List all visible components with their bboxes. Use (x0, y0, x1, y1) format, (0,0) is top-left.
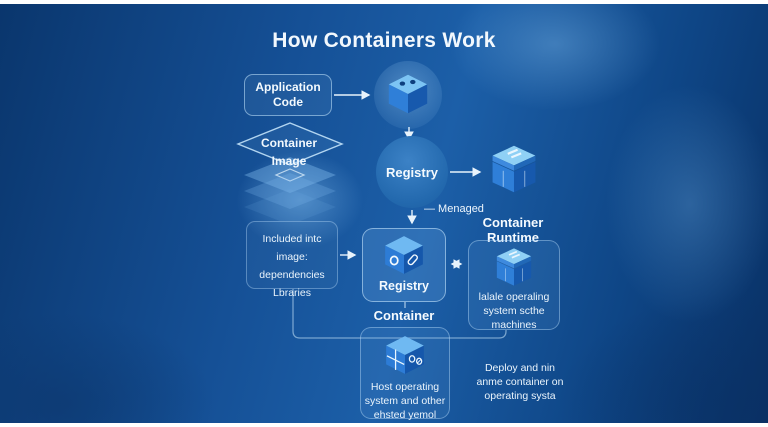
host-panel: Host operating system and other ehsted y… (360, 327, 450, 421)
application-code-box: Application Code (244, 74, 332, 116)
os-layered-cube-icon (496, 248, 532, 286)
elbow-included-to-osbox (292, 289, 507, 339)
stacked-diamond-layers-icon (236, 122, 344, 221)
container-caption: Container (373, 308, 435, 323)
container-runtime-label: Container Runtime (482, 215, 544, 245)
host-window-cube-icon (386, 336, 424, 374)
os-panel-text: lalale operaling system scthe machines (478, 291, 550, 331)
page-title: How Containers Work (272, 29, 496, 52)
deploy-note: Deploy and nin anme container on operati… (476, 361, 564, 402)
application-code-label: Application Code (255, 80, 321, 109)
container-image-label: Container Image (260, 136, 317, 168)
managed-edge-label: — Menaged (424, 203, 484, 215)
registry-circle-node: Registry (376, 136, 448, 208)
container-panel-label: Registry (378, 279, 430, 293)
included-note-text: Included intc image: dependencies Lbrari… (259, 233, 325, 299)
blue-gradient-background (0, 4, 768, 423)
registry-circle-label: Registry (385, 164, 439, 180)
runtime-layered-cube-icon (492, 145, 536, 193)
os-panel: lalale operaling system scthe machines (468, 240, 560, 331)
registry-cube-tools-icon (385, 236, 423, 274)
container-registry-panel: Registry (362, 228, 446, 302)
host-panel-text: Host operating system and other ehsted y… (364, 381, 446, 421)
included-note-box: Included intc image: dependencies Lbrari… (246, 221, 338, 299)
cube-with-dots-icon (388, 74, 428, 114)
